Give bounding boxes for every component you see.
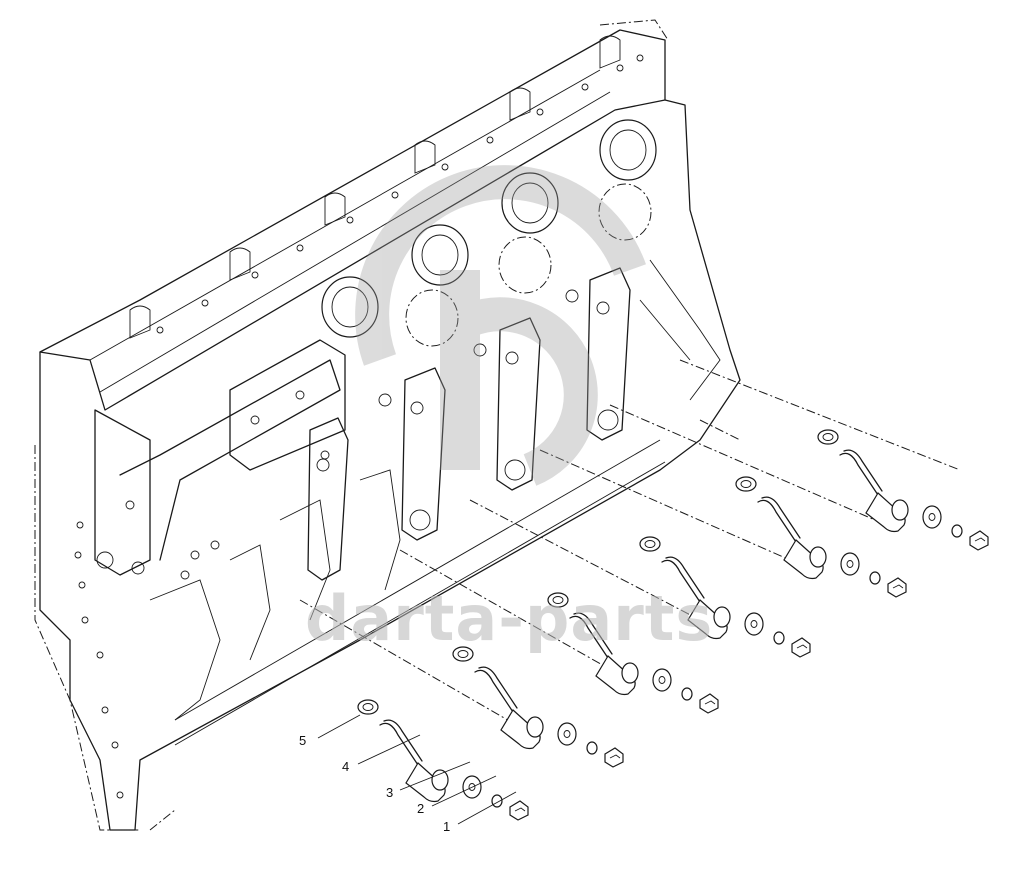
part-4-cooling-nozzle: [379, 722, 419, 766]
leader-4: [357, 734, 421, 765]
callout-5: 5: [299, 733, 306, 748]
callout-1: 1: [443, 819, 450, 834]
part-5-seal-ring: [357, 699, 379, 715]
callout-4: 4: [342, 759, 349, 774]
part-1-bolt: [509, 800, 529, 821]
watermark-logo: [355, 165, 646, 486]
nozzle-set-2: [452, 646, 624, 768]
callout-3: 3: [386, 785, 393, 800]
nozzle-set-5: [735, 476, 907, 598]
nozzle-set-3: [547, 592, 719, 714]
nozzle-set-1: [357, 699, 529, 821]
nozzle-set-6: [817, 429, 989, 551]
nozzle-set-4: [639, 536, 811, 658]
piston-cooling-nozzle-sets: [357, 429, 989, 821]
engine-block: [34, 19, 741, 831]
watermark-text: darta-parts: [305, 582, 713, 655]
callouts: 5 4 3 2 1: [299, 714, 517, 834]
assembly-centerlines: [299, 359, 961, 731]
watermark: darta-parts: [305, 165, 713, 655]
callout-2: 2: [417, 801, 424, 816]
leader-3: [399, 761, 471, 791]
leader-2: [431, 775, 497, 807]
leader-1: [457, 791, 517, 825]
leader-5: [317, 714, 361, 739]
